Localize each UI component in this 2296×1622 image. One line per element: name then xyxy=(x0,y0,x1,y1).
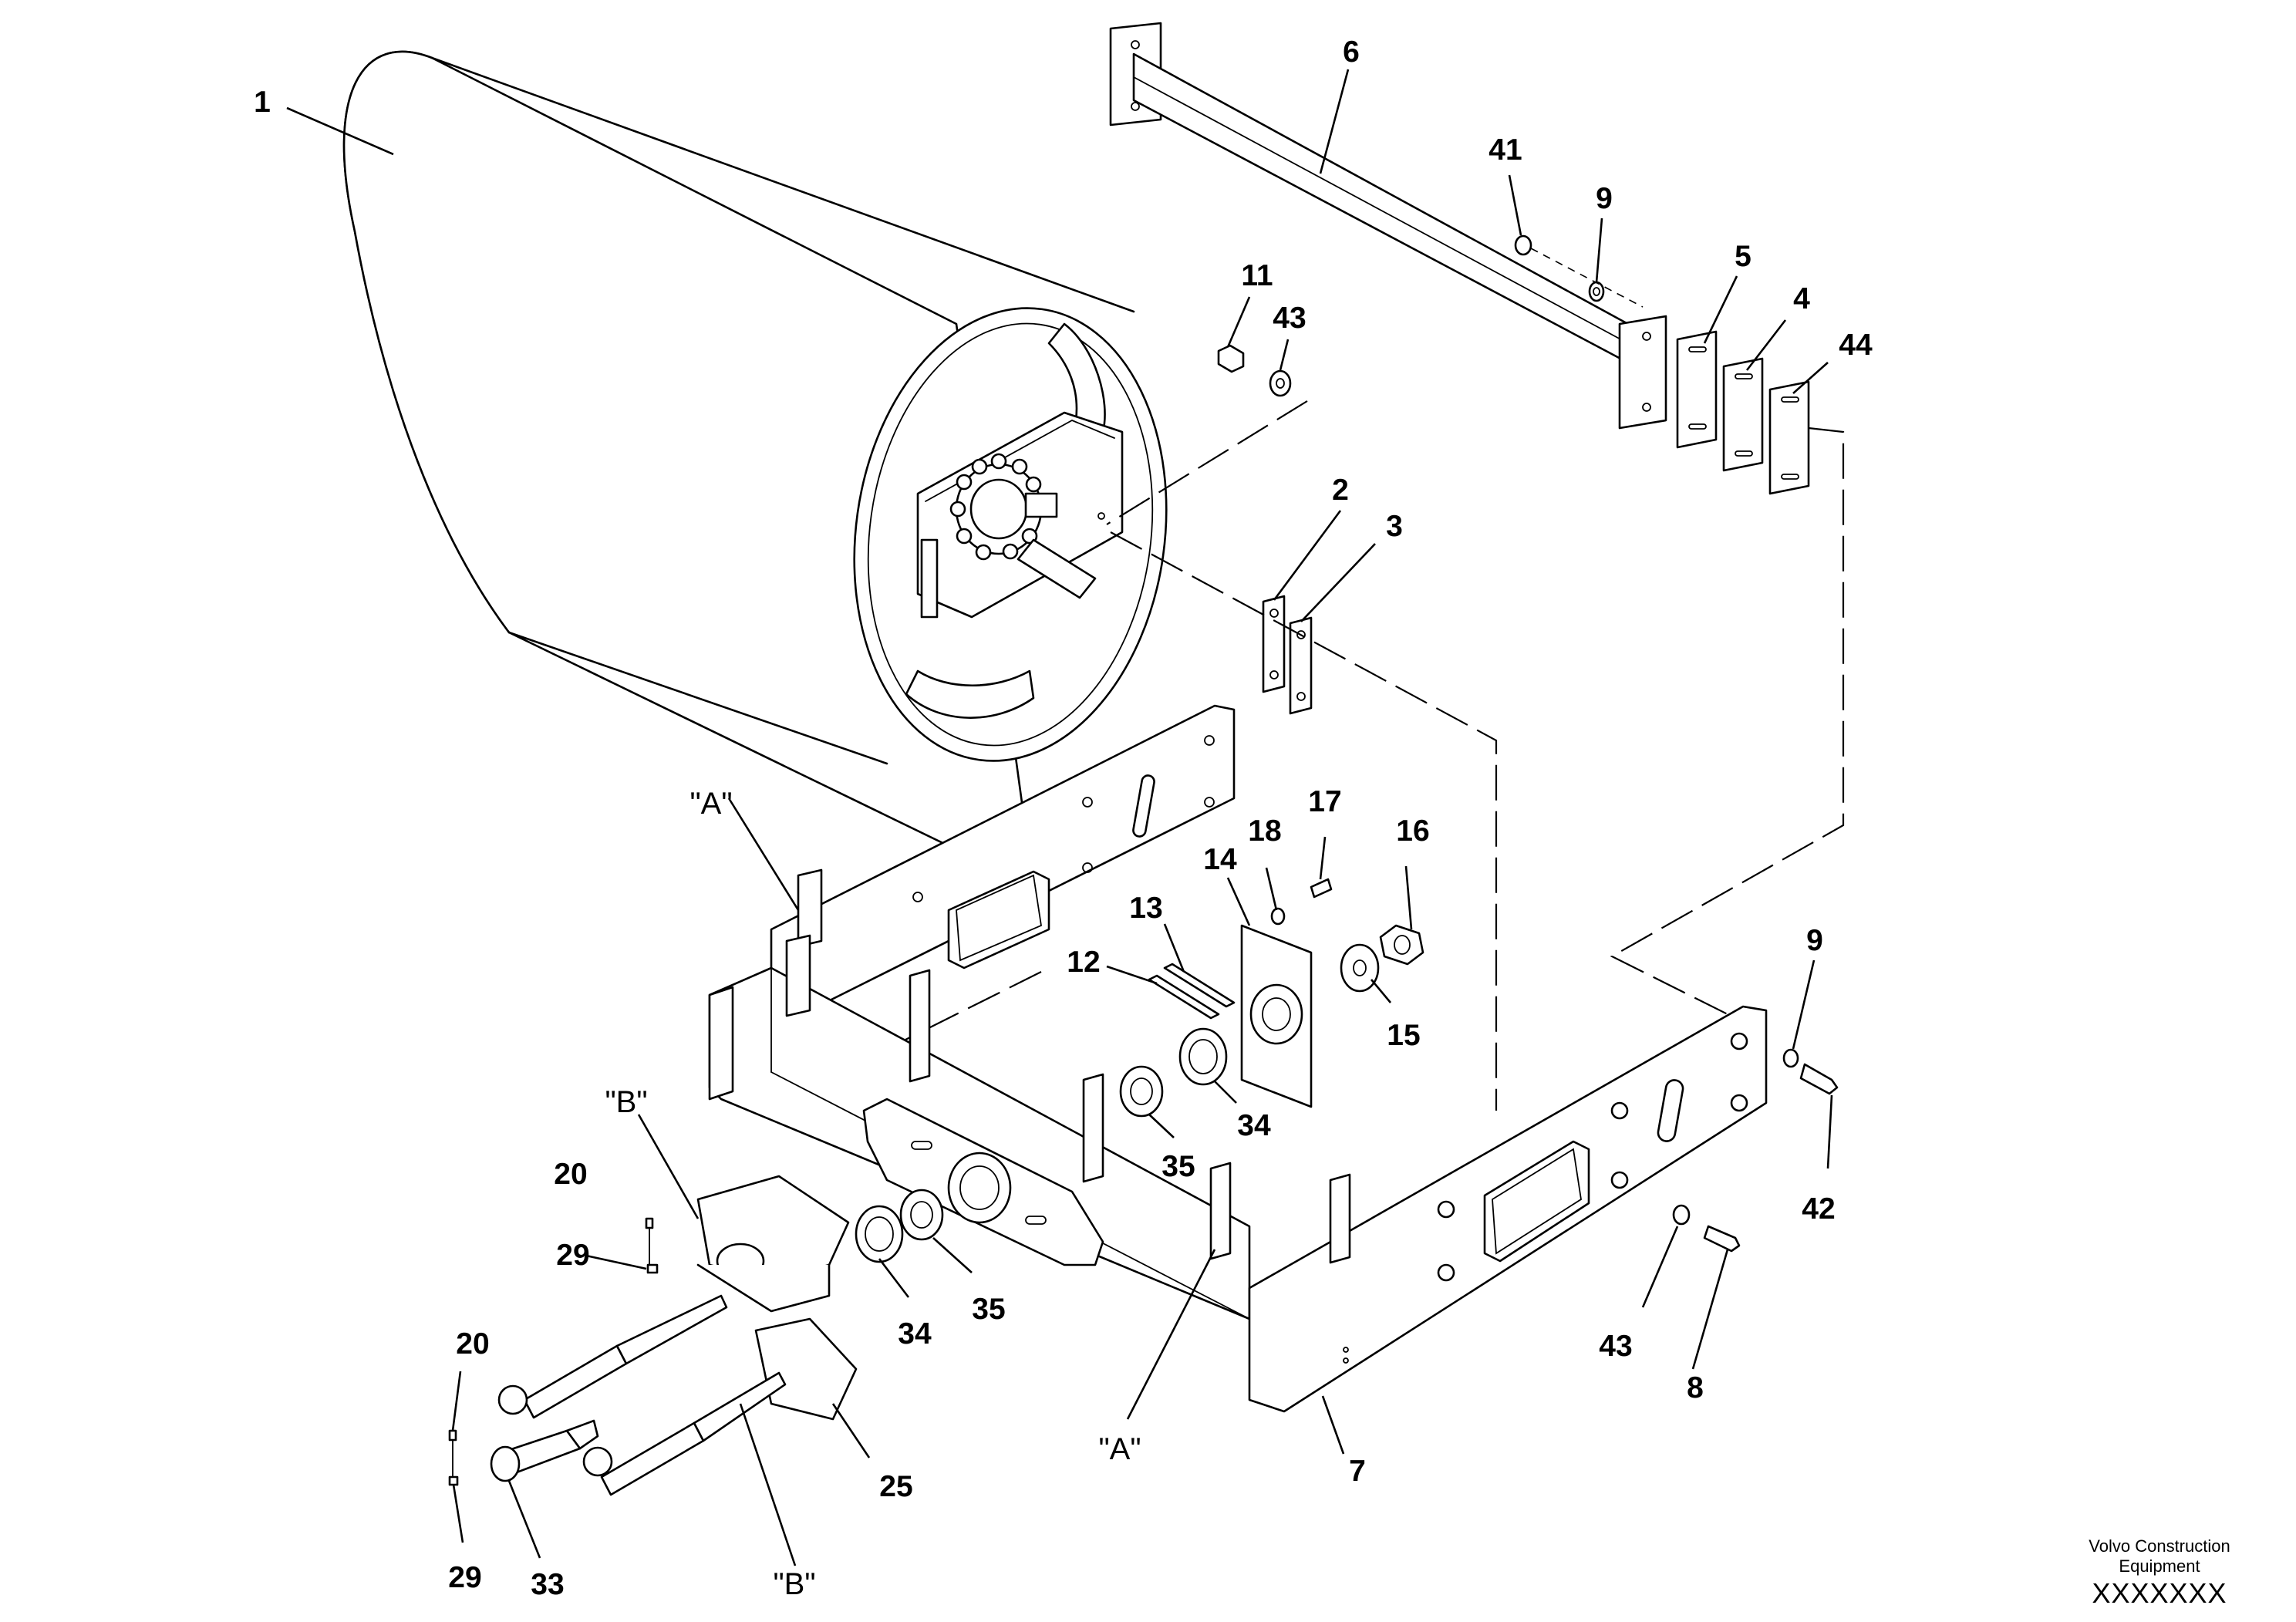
shim-3 xyxy=(1289,616,1313,715)
washer-9-side xyxy=(1782,1048,1799,1068)
retaining-plate-12 xyxy=(1148,974,1220,1020)
grease-fittings xyxy=(448,1217,659,1486)
bolt-17 xyxy=(1310,878,1333,899)
callout-43-top: 43 xyxy=(1273,302,1306,335)
callout-43-side: 43 xyxy=(1599,1330,1632,1363)
leader-lines xyxy=(286,69,1833,1566)
callout-20-lower: 20 xyxy=(456,1327,489,1361)
callout-14: 14 xyxy=(1203,843,1237,876)
seal-34-right xyxy=(1178,1027,1228,1086)
callout-29-lower: 29 xyxy=(448,1561,481,1594)
callout-5: 5 xyxy=(1735,240,1752,273)
steering-cylinders xyxy=(497,1294,787,1496)
bearing-housing-14 xyxy=(1240,924,1313,1108)
view-label-b-upper: "B" xyxy=(605,1085,647,1119)
bracket-25 xyxy=(754,1317,858,1421)
callout-18: 18 xyxy=(1248,814,1281,848)
washer-43-side xyxy=(1672,1204,1691,1226)
bolt-42 xyxy=(1799,1063,1839,1095)
bolt-8 xyxy=(1703,1225,1741,1253)
callout-11: 11 xyxy=(1241,259,1273,292)
bearing-35-right xyxy=(1119,1065,1164,1118)
shim-4 xyxy=(1722,357,1764,472)
rubber-mount-a xyxy=(785,868,1351,1264)
shim-5 xyxy=(1676,330,1718,449)
callout-9-top: 9 xyxy=(1596,182,1613,215)
callout-15: 15 xyxy=(1387,1019,1420,1052)
callout-7: 7 xyxy=(1349,1455,1366,1488)
view-label-b-lower: "B" xyxy=(773,1567,815,1601)
callout-25: 25 xyxy=(879,1470,912,1503)
callout-2: 2 xyxy=(1332,474,1349,507)
callout-12: 12 xyxy=(1067,946,1100,979)
callout-34-right: 34 xyxy=(1237,1109,1271,1142)
callout-44: 44 xyxy=(1839,329,1873,362)
callout-35-right: 35 xyxy=(1161,1150,1195,1183)
vibration-motor xyxy=(949,453,1058,561)
washer-18 xyxy=(1270,907,1286,926)
callout-4: 4 xyxy=(1793,282,1810,315)
seal-34-left xyxy=(855,1205,904,1263)
pin-33 xyxy=(490,1419,599,1482)
callout-20-upper: 20 xyxy=(554,1158,587,1191)
callout-35-left: 35 xyxy=(972,1293,1005,1326)
callout-34-left: 34 xyxy=(898,1317,932,1351)
callout-8: 8 xyxy=(1687,1371,1704,1404)
callout-1: 1 xyxy=(254,86,271,119)
view-label-a-lower: "A" xyxy=(1098,1432,1141,1466)
washer-43-top xyxy=(1269,369,1292,397)
view-label-a-upper: "A" xyxy=(689,787,732,821)
callout-3: 3 xyxy=(1386,510,1403,543)
shim-2 xyxy=(1262,595,1286,693)
brand-line-1: Volvo Construction xyxy=(2089,1536,2230,1556)
tie-bar xyxy=(1109,22,1667,430)
callout-42: 42 xyxy=(1802,1192,1835,1226)
footer-brand: Volvo Construction Equipment XXXXXXX xyxy=(2089,1536,2230,1609)
callout-29-upper: 29 xyxy=(556,1239,589,1272)
bearing-35-left xyxy=(899,1189,944,1241)
callout-17: 17 xyxy=(1308,785,1341,818)
callout-13: 13 xyxy=(1129,892,1162,925)
washer-15 xyxy=(1340,943,1380,993)
callout-41: 41 xyxy=(1489,133,1522,167)
washer-9-top xyxy=(1588,281,1605,302)
articulation-bracket xyxy=(696,1175,850,1313)
frame xyxy=(708,704,1768,1413)
callout-9-side: 9 xyxy=(1806,924,1823,957)
callout-6: 6 xyxy=(1343,35,1360,69)
nut-11 xyxy=(1217,344,1245,373)
drum xyxy=(342,50,1168,889)
brand-line-2: Equipment xyxy=(2119,1556,2200,1576)
nut-16 xyxy=(1379,924,1424,966)
callout-16: 16 xyxy=(1396,814,1429,848)
drawing-code: XXXXXXX xyxy=(2092,1577,2227,1609)
nut-41 xyxy=(1514,234,1532,256)
retaining-plate-13 xyxy=(1163,963,1236,1008)
callout-33: 33 xyxy=(531,1568,564,1601)
callout-labels: 1 6 41 9 5 4 44 11 43 2 3 17 18 16 14 13… xyxy=(254,35,1873,1601)
shim-44 xyxy=(1768,380,1810,495)
